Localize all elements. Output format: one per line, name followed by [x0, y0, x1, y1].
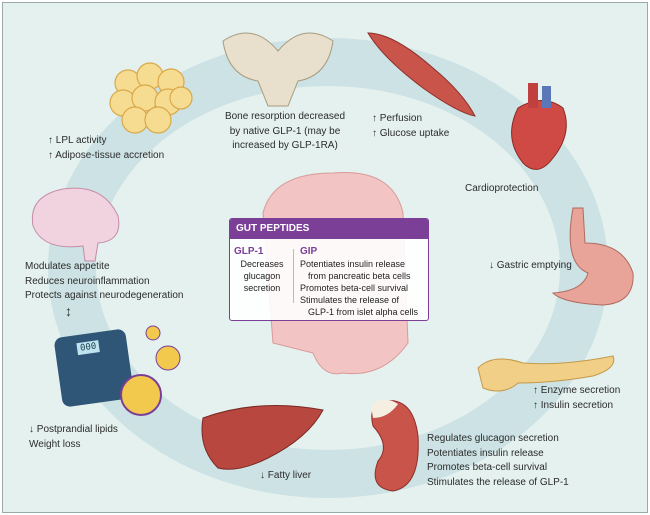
effect-text: ↓ Gastric emptying	[489, 260, 572, 271]
effect-text: ↑ Perfusion	[372, 113, 423, 124]
adipose-tissue-icon	[109, 62, 193, 134]
pancreas-effects: ↑ Enzyme secretion ↑ Insulin secretion	[533, 384, 620, 413]
gip-text: from pancreatic beta cells	[308, 271, 411, 281]
gip-text: Potentiates insulin release	[300, 259, 406, 269]
liver-effects: ↓ Fatty liver	[260, 469, 311, 484]
heart-icon	[511, 83, 567, 170]
glp1-text: Decreases	[240, 259, 284, 269]
glp1-heading: GLP-1	[234, 246, 264, 257]
scale-display: 000	[76, 340, 101, 356]
gip-text: GLP-1 from islet alpha cells	[308, 307, 419, 317]
effect-text: ↑ Enzyme secretion	[533, 385, 621, 396]
effect-text: ↑ Adipose-tissue accretion	[48, 149, 165, 161]
effect-text: increased by GLP-1RA)	[232, 140, 338, 151]
effect-text: Reduces neuroinflammation	[25, 275, 150, 287]
muscle-effects: ↑ Perfusion ↑ Glucose uptake	[372, 112, 449, 141]
brain-weight-arrow-icon: ↕	[65, 303, 72, 319]
gut-peptides-box: GUT PEPTIDES GLP-1 Decreases glucagon se…	[229, 218, 429, 321]
effect-text: Protects against neurodegeneration	[25, 290, 184, 301]
effect-text: ↑ Glucose uptake	[372, 127, 450, 139]
lipid-particles-icon	[120, 325, 181, 416]
stomach-effects: ↓ Gastric emptying	[489, 259, 572, 274]
gut-peptides-title: GUT PEPTIDES	[230, 219, 428, 239]
effect-text: ↑ LPL activity	[48, 135, 107, 146]
gip-text: Stimulates the release of	[300, 295, 400, 305]
effect-text: Cardioprotection	[465, 183, 539, 194]
heart-effects: Cardioprotection	[465, 182, 538, 197]
gip-heading: GIP	[300, 246, 318, 257]
brain-icon	[31, 187, 120, 262]
muscle-icon	[367, 32, 476, 117]
gip-text: Promotes beta-cell survival	[300, 283, 409, 293]
effect-text: Regulates glucagon secretion	[427, 433, 559, 444]
effect-text: ↑ Insulin secretion	[533, 399, 614, 411]
adipose-effects: ↑ LPL activity ↑ Adipose-tissue accretio…	[48, 134, 164, 163]
effect-text: Promotes beta-cell survival	[427, 462, 548, 473]
kidney-effects: Regulates glucagon secretion Potentiates…	[427, 432, 569, 490]
effect-text: by native GLP-1 (may be	[229, 125, 341, 137]
pancreas-icon	[477, 355, 615, 392]
effect-text: Stimulates the release of GLP-1	[427, 476, 569, 488]
brain-effects: Modulates appetite Reduces neuroinflamma…	[25, 260, 183, 304]
column-divider	[293, 249, 294, 303]
effect-text: Potentiates insulin release	[427, 447, 544, 459]
bone-effects: Bone resorption decreased by native GLP-…	[215, 110, 355, 154]
stomach-icon	[551, 207, 634, 306]
pelvis-bone-icon	[222, 32, 334, 107]
glp1-text: glucagon	[243, 271, 281, 281]
effect-text: ↓ Postprandial lipids	[29, 424, 118, 435]
glp1-column: GLP-1 Decreases glucagon secretion	[234, 246, 290, 294]
liver-icon	[201, 405, 324, 470]
kidney-icon	[371, 399, 419, 492]
effect-text: Bone resorption decreased	[224, 111, 346, 122]
weight-effects: ↓ Postprandial lipids Weight loss	[29, 423, 118, 452]
gip-column: GIP Potentiates insulin release from pan…	[300, 246, 418, 318]
effect-text: Weight loss	[29, 438, 81, 450]
glp1-text: secretion	[243, 283, 281, 293]
effect-text: ↓ Fatty liver	[260, 470, 312, 481]
effect-text: Modulates appetite	[25, 261, 110, 272]
